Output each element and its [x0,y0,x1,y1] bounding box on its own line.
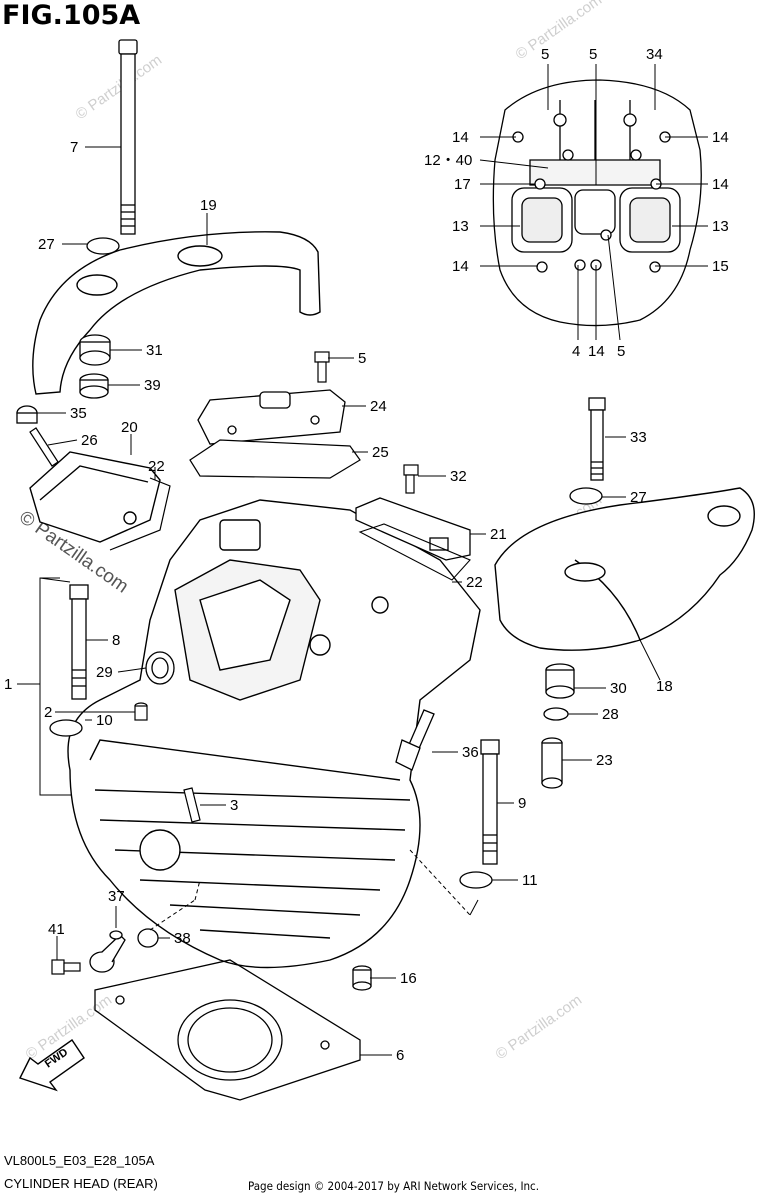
callout-14: 14 [712,176,729,193]
cylinder-head-cover-19 [32,231,321,395]
watermark-text: © Partzilla.com [73,51,166,123]
washer-28 [543,707,569,721]
callout-27: 27 [38,236,55,253]
callout-28: 28 [602,706,619,723]
callout-14: 14 [588,343,605,360]
forward-arrow-icon: FWD [19,1039,85,1092]
callout-27: 27 [630,489,647,506]
callout-29: 29 [96,664,113,681]
callout-6: 6 [396,1047,404,1064]
collar-23 [541,737,563,789]
callout-34: 34 [646,46,663,63]
callout-16: 16 [400,970,417,987]
callout-22: 22 [466,574,483,591]
callout-24: 24 [370,398,387,415]
bolt-41 [51,959,81,975]
callout-10: 10 [96,712,113,729]
callout-5: 5 [589,46,597,63]
damper-31 [79,334,111,366]
head-top-view [492,79,702,327]
callout-25: 25 [372,444,389,461]
callout-23: 23 [596,752,613,769]
callout-11: 11 [522,872,538,889]
bolt-33 [588,397,606,481]
callout-13: 13 [452,218,469,235]
figure-title: FIG.105A [2,0,141,31]
head-gasket-6 [94,959,361,1101]
grommet-27 [569,487,603,505]
callout-30: 30 [610,680,627,697]
bolt-7 [118,39,138,235]
bolt-8 [69,584,89,700]
callout-36: 36 [462,744,479,761]
callout-35: 35 [70,405,87,422]
callout-13: 13 [712,218,729,235]
callout-39: 39 [144,377,161,394]
o-ring-38 [137,928,159,948]
gasket-25 [189,439,361,479]
bolt-26 [29,427,59,467]
callout-3: 3 [230,797,238,814]
gasket-22 [358,523,471,581]
dowel-2 [134,702,148,721]
watermark-text: © Partzilla.com [493,991,586,1063]
callout-20: 20 [121,419,138,436]
callout-5: 5 [541,46,549,63]
callout-37: 37 [108,888,125,905]
callout-14: 14 [452,129,469,146]
dowel-16 [352,965,372,991]
callout-18: 18 [656,678,673,695]
spark-plug-36 [395,709,435,771]
callout-38: 38 [174,930,191,947]
collar-39 [79,373,109,399]
washer-11 [459,871,493,889]
bolt-5-upper [314,351,330,383]
stud-3 [183,787,201,823]
cylinder-head-1 [67,499,481,969]
grommet-27 [86,237,120,255]
callout-17: 17 [454,176,471,193]
cover-18 [494,487,755,651]
callout-33: 33 [630,429,647,446]
bolt-9 [480,739,500,865]
gasket-22 [109,477,171,551]
damper-30 [545,663,575,699]
callout-41: 41 [48,921,65,938]
callout-22: 22 [148,458,165,475]
callout-14: 14 [452,258,469,275]
callout-1: 1 [4,676,12,693]
callout-14: 14 [712,129,729,146]
leader-lines [17,64,708,1056]
callout-5: 5 [617,343,625,360]
callout-31: 31 [146,342,163,359]
callout-8: 8 [112,632,120,649]
callout-19: 19 [200,197,217,214]
cap-35 [16,405,38,424]
diagram-reference-code: VL800L5_E03_E28_105A [4,1153,155,1168]
callout-15: 15 [712,258,729,275]
callout-7: 7 [70,139,78,156]
diagram-subtitle: CYLINDER HEAD (REAR) [4,1176,158,1191]
callout-9: 9 [518,795,526,812]
copyright-notice: Page design © 2004-2017 by ARI Network S… [248,1179,540,1193]
callout-26: 26 [81,432,98,449]
fitting-37 [89,930,126,973]
bolt-32 [403,464,419,494]
callout-5: 5 [358,350,366,367]
plug-29 [145,651,175,685]
cover-20 [29,451,161,543]
callout-12-40: 12・40 [424,152,472,169]
cover-21 [355,497,471,561]
callout-21: 21 [490,526,507,543]
callout-32: 32 [450,468,467,485]
callout-labels: 5 5 34 14 14 12・40 17 14 13 13 14 15 4 1… [4,46,729,1064]
cover-24 [197,389,346,445]
washer-10 [49,719,83,737]
callout-2: 2 [44,704,52,721]
callout-4: 4 [572,343,580,360]
